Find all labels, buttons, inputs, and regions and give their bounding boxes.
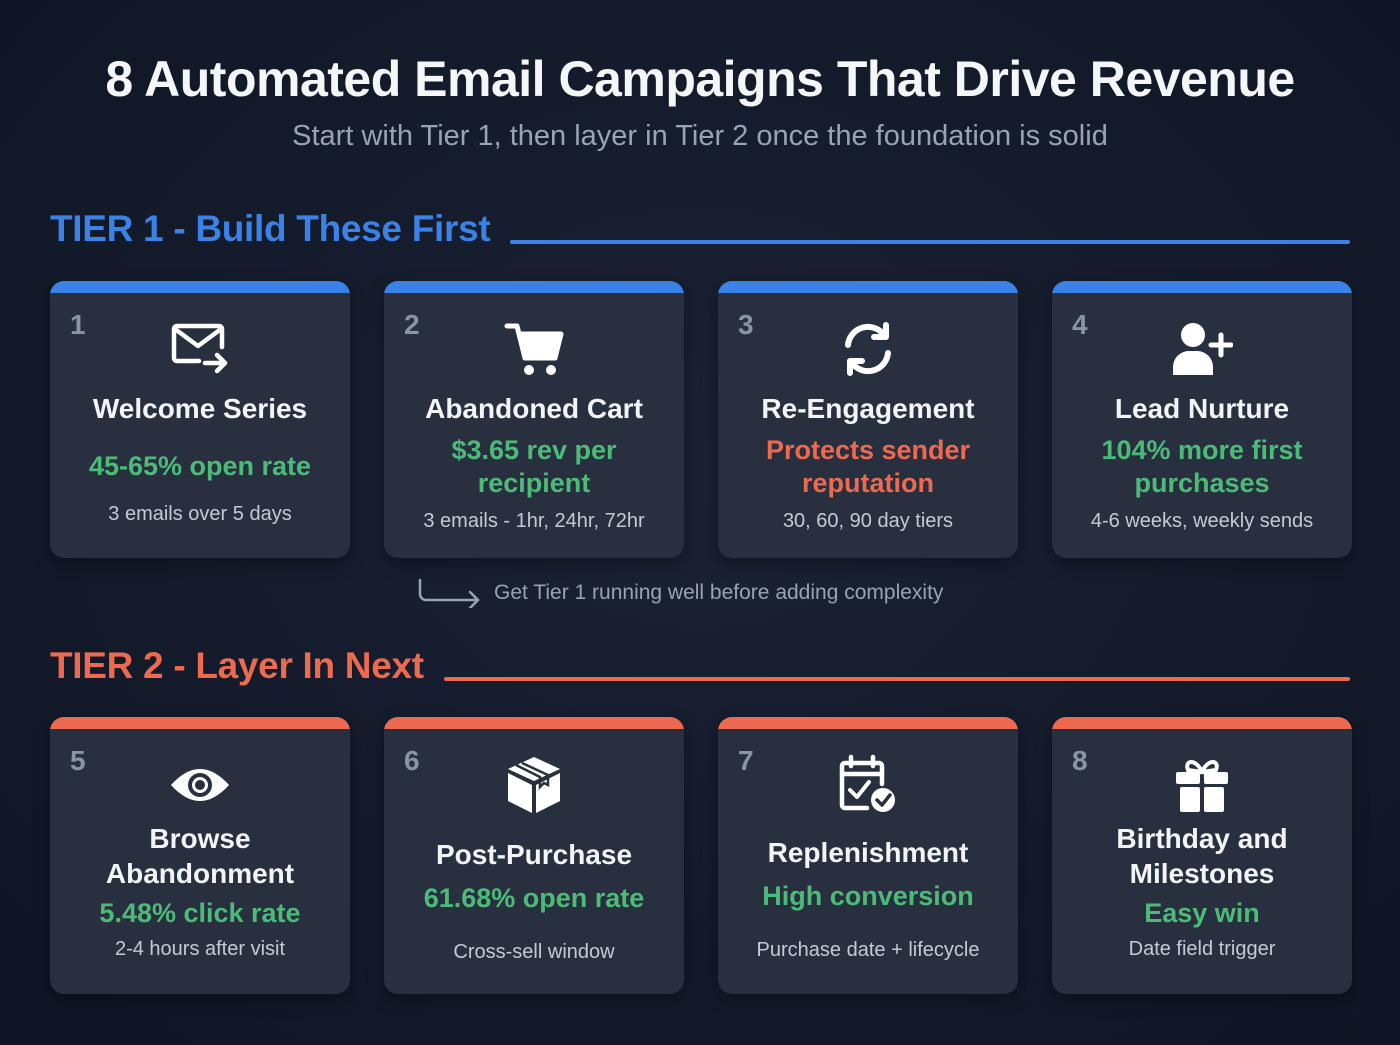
tier-transition-note: Get Tier 1 running well before adding co… — [416, 578, 943, 608]
card-metric: $3.65 rev per recipient — [419, 434, 649, 500]
tier-1-divider — [510, 240, 1350, 244]
card-number: 5 — [70, 745, 86, 776]
card-title: Replenishment — [767, 837, 969, 868]
card-accent-bar — [50, 281, 350, 293]
card-detail: 3 emails - 1hr, 24hr, 72hr — [423, 510, 645, 532]
card-accent-bar — [50, 717, 350, 729]
campaign-card-lead-nurture: 4 Lead Nurture 104% more first purchases… — [1052, 281, 1352, 558]
card-metric-text: Protects sender reputation — [765, 435, 971, 498]
card-metric-text: 104% more first purchases — [1101, 435, 1303, 498]
card-metric: 5.48% click rate — [99, 898, 301, 928]
calendar-check-icon — [836, 754, 900, 815]
card-title: Welcome Series — [92, 393, 308, 424]
card-number: 1 — [70, 309, 86, 340]
campaign-card-replenishment: 7 Replenishment High conversion Purchase… — [718, 717, 1018, 994]
user-plus-icon — [1170, 319, 1234, 379]
card-metric: 104% more first purchases — [1087, 434, 1317, 500]
refresh-icon — [836, 319, 900, 379]
page-title: 8 Automated Email Campaigns That Drive R… — [105, 51, 1295, 107]
campaign-card-birthday-milestones: 8 Birthday and Milestones Easy win Date … — [1052, 717, 1352, 994]
shopping-cart-icon — [502, 319, 566, 379]
card-accent-bar — [384, 281, 684, 293]
card-number: 2 — [404, 309, 420, 340]
card-accent-bar — [718, 281, 1018, 293]
card-metric: 45-65% open rate — [88, 451, 312, 481]
card-detail: 2-4 hours after visit — [114, 938, 286, 960]
email-forward-icon — [168, 319, 232, 379]
card-title: Post-Purchase — [435, 839, 633, 870]
campaign-card-re-engagement: 3 Re-Engagement Protects sender reputati… — [718, 281, 1018, 558]
card-accent-bar — [384, 717, 684, 729]
card-title: Birthday and Milestones — [1087, 821, 1317, 891]
card-accent-bar — [1052, 717, 1352, 729]
card-title: Re-Engagement — [761, 393, 975, 424]
tier-1-cards: 1 Welcome Series 45-65% open rate 3 emai… — [50, 281, 1352, 558]
card-metric-text: $3.65 rev per recipient — [451, 435, 617, 498]
card-number: 6 — [404, 745, 420, 776]
card-metric: High conversion — [762, 881, 974, 911]
arrow-turn-right-icon — [418, 578, 480, 608]
card-number: 3 — [738, 309, 754, 340]
tier-2-heading: TIER 2 - Layer In Next — [50, 645, 1350, 687]
card-title: Browse Abandonment — [85, 821, 315, 891]
card-number: 4 — [1072, 309, 1088, 340]
card-title: Abandoned Cart — [425, 393, 643, 424]
card-metric: Protects sender reputation — [753, 434, 983, 500]
tier-1-heading: TIER 1 - Build These First — [50, 208, 1350, 250]
card-detail: 3 emails over 5 days — [108, 503, 292, 525]
card-number: 8 — [1072, 745, 1088, 776]
card-detail: Purchase date + lifecycle — [756, 939, 980, 961]
tier-1-label: TIER 1 - Build These First — [50, 208, 491, 249]
card-metric: Easy win — [1144, 898, 1260, 928]
card-detail: Date field trigger — [1128, 938, 1276, 960]
card-accent-bar — [1052, 281, 1352, 293]
campaign-card-post-purchase: 6 Post-Purchase 61.68% open rate Cross-s… — [384, 717, 684, 994]
tier-2-label: TIER 2 - Layer In Next — [50, 645, 424, 686]
card-detail: 30, 60, 90 day tiers — [782, 510, 954, 532]
campaign-card-welcome-series: 1 Welcome Series 45-65% open rate 3 emai… — [50, 281, 350, 558]
package-icon — [502, 755, 566, 815]
tier-2-cards: 5 Browse Abandonment 5.48% click rate 2-… — [50, 717, 1352, 994]
card-accent-bar — [718, 717, 1018, 729]
campaign-card-abandoned-cart: 2 Abandoned Cart $3.65 rev per recipient… — [384, 281, 684, 558]
card-detail: 4-6 weeks, weekly sends — [1090, 510, 1314, 532]
eye-icon — [168, 755, 232, 815]
gift-icon — [1170, 755, 1234, 815]
card-detail: Cross-sell window — [453, 941, 615, 963]
page-subtitle: Start with Tier 1, then layer in Tier 2 … — [292, 120, 1108, 152]
card-title-text: Birthday and Milestones — [1116, 823, 1288, 889]
card-title: Lead Nurture — [1114, 393, 1290, 424]
note-text: Get Tier 1 running well before adding co… — [494, 581, 944, 604]
card-number: 7 — [738, 745, 754, 776]
tier-2-divider — [443, 677, 1350, 681]
campaign-card-browse-abandonment: 5 Browse Abandonment 5.48% click rate 2-… — [50, 717, 350, 994]
card-metric: 61.68% open rate — [423, 883, 645, 913]
card-title-text: Browse Abandonment — [105, 823, 295, 889]
